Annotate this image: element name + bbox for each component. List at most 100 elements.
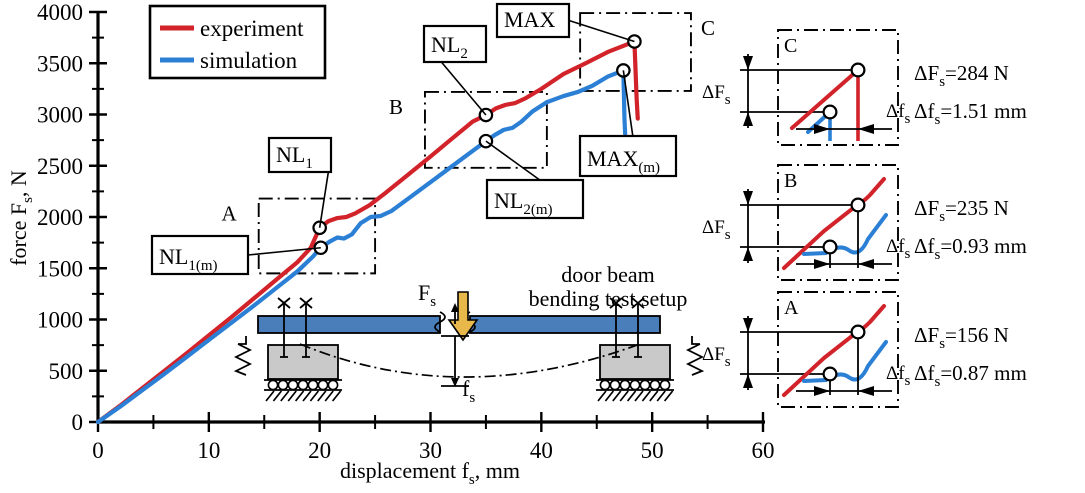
callout-label-NL2(m): NL2(m) xyxy=(494,188,553,218)
callout-box-NL1(m) xyxy=(150,234,250,276)
roller xyxy=(317,379,329,391)
callout-box-NL2(m) xyxy=(485,178,585,220)
roller xyxy=(287,379,299,391)
delta-disp-arrow-right xyxy=(814,259,830,269)
roller xyxy=(267,379,279,391)
deflection-symbol-label: fs xyxy=(462,376,475,406)
y-tick-label: 4000 xyxy=(37,0,83,25)
roller xyxy=(307,379,319,391)
delta-disp-arrow-right xyxy=(814,386,830,396)
deflection-arrow-up xyxy=(451,303,459,312)
delta-force-value-C: ΔFs=284 N xyxy=(914,61,1009,90)
y-tick-label: 2500 xyxy=(37,154,83,179)
zoom-zone-label-C: C xyxy=(701,16,715,40)
bolt-cross-icon xyxy=(631,297,645,309)
delta-disp-arrow-right xyxy=(814,124,830,134)
callout-label-MAX: MAX xyxy=(504,7,555,32)
deflected-beam-shape xyxy=(299,343,641,378)
y-tick-label: 1000 xyxy=(37,308,83,333)
delta-force-label-C: ΔFs xyxy=(702,82,731,108)
detail-marker-simulation xyxy=(822,104,838,120)
delta-disp-arrow-left xyxy=(858,386,874,396)
roller xyxy=(619,379,631,391)
x-tick-label: 60 xyxy=(752,438,775,463)
detail-marker-experiment xyxy=(850,62,866,78)
roller xyxy=(639,379,651,391)
delta-disp-value-A: Δfs=0.87 mm xyxy=(914,361,1027,390)
delta-force-arrow-up xyxy=(743,247,753,261)
delta-force-arrow-up xyxy=(743,374,753,388)
spring-left-icon xyxy=(233,336,253,376)
beam-left xyxy=(257,315,441,334)
roller xyxy=(277,379,289,391)
ground-hatch-right xyxy=(597,390,674,402)
force-symbol-label: Fs xyxy=(418,280,436,310)
callout-box-MAX xyxy=(495,2,571,39)
y-tick-label: 500 xyxy=(49,359,84,384)
marker-NL2(m) xyxy=(478,133,494,149)
delta-disp-arrow-left xyxy=(858,124,874,134)
roller xyxy=(649,379,661,391)
setup-title-line1: door beam xyxy=(561,262,654,287)
callout-box-NL2 xyxy=(422,24,488,64)
delta-disp-value-B: Δfs=0.93 mm xyxy=(914,234,1027,263)
y-tick-label: 0 xyxy=(72,410,84,435)
beam-right xyxy=(469,315,661,334)
delta-force-arrow-up xyxy=(743,112,753,126)
legend-box xyxy=(148,4,327,80)
data-curves xyxy=(95,39,640,425)
zoom-zone-B xyxy=(424,90,548,169)
x-tick-label: 20 xyxy=(308,438,331,463)
y-tick-label: 3000 xyxy=(37,103,83,128)
delta-force-value-B: ΔFs=235 N xyxy=(914,196,1009,225)
detail-curve-simulation xyxy=(802,340,888,383)
delta-disp-value-C: Δfs=1.51 mm xyxy=(914,99,1027,128)
detail-frame-A xyxy=(777,291,899,408)
support-block-right xyxy=(599,344,671,380)
callout-label-NL1: NL1 xyxy=(276,142,313,172)
y-tick-label: 3500 xyxy=(37,51,83,76)
setup-title-line2: bending test setup xyxy=(529,286,688,311)
leader-NL2(m) xyxy=(485,140,541,181)
detail-panel-label-A: A xyxy=(784,297,799,319)
zoom-zone-A xyxy=(257,197,377,275)
leader-MAX xyxy=(568,19,635,43)
detail-curve-simulation xyxy=(802,213,888,256)
detail-curve-experiment xyxy=(790,68,860,130)
leader-NL1(m) xyxy=(247,246,321,256)
detail-curve-experiment xyxy=(782,177,886,270)
delta-force-label-A: ΔFs xyxy=(702,344,731,370)
roller xyxy=(599,379,611,391)
leader-MAX(m) xyxy=(622,70,634,137)
detail-marker-experiment xyxy=(850,197,866,213)
x-tick-label: 10 xyxy=(197,438,220,463)
callout-label-MAX(m): MAX(m) xyxy=(587,146,660,176)
detail-frame-C xyxy=(777,29,899,146)
leader-NL2 xyxy=(440,61,487,116)
detail-marker-experiment xyxy=(850,324,866,340)
bolt-cross-icon xyxy=(277,297,291,309)
curve-simulation xyxy=(95,68,628,425)
support-block-left xyxy=(267,344,339,380)
x-tick-label: 50 xyxy=(641,438,664,463)
detail-curve-experiment xyxy=(782,304,886,397)
delta-disp-label-A: Δfs xyxy=(886,363,911,389)
bolt-cross-icon xyxy=(609,297,623,309)
zoom-zone-boxes: ABC xyxy=(222,12,715,275)
bolt-cross-icon xyxy=(299,297,313,309)
detail-frame-B xyxy=(777,164,899,281)
detail-marker-simulation xyxy=(822,239,838,255)
roller xyxy=(659,379,671,391)
spring-right-icon xyxy=(685,336,705,376)
x-tick-label: 30 xyxy=(419,438,442,463)
delta-disp-label-C: Δfs xyxy=(886,101,911,127)
